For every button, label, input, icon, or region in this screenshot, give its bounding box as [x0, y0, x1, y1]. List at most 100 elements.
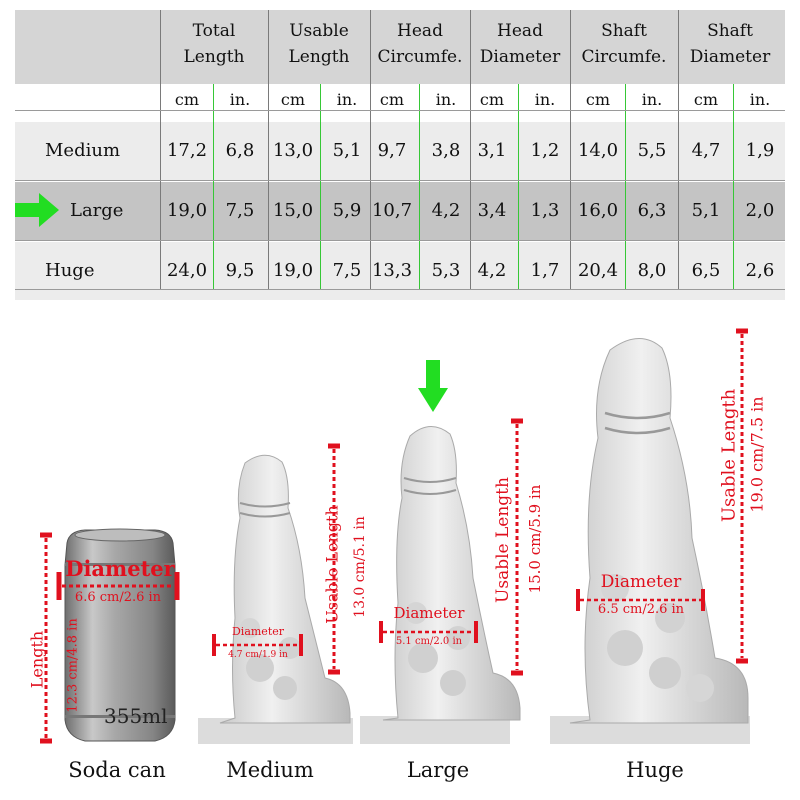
- table-cell: 3,8: [431, 140, 461, 161]
- table-cell: 19,0: [272, 260, 314, 281]
- unit-in: in.: [435, 90, 457, 109]
- medium-usable-length-marker: [328, 443, 340, 675]
- table-cell: 1,2: [530, 140, 560, 161]
- table-cell: 10,7: [371, 200, 413, 221]
- table-cell: 5,5: [637, 140, 667, 161]
- huge-diameter-value: 6.5 cm/2.6 in: [597, 602, 685, 617]
- table-cell: 2,6: [745, 260, 775, 281]
- column-header-line1: Head: [497, 21, 543, 41]
- large-usable-length-value: 15.0 cm/5.9 in: [526, 484, 544, 594]
- table-cell: 19,0: [166, 200, 208, 221]
- table-cell: 15,0: [272, 200, 314, 221]
- column-header-line2: Length: [288, 47, 350, 67]
- unit-divider: [625, 84, 626, 290]
- huge-caption: Huge: [626, 758, 684, 782]
- column-divider: [268, 10, 269, 290]
- column-header-head-circumference: Head Circumfe.: [370, 18, 470, 70]
- table-cell: 5,1: [332, 140, 362, 161]
- table-cell: 4,2: [477, 260, 507, 281]
- table-cell: 14,0: [577, 140, 619, 161]
- column-header-shaft-circumference: Shaft Circumfe.: [574, 18, 674, 70]
- row-label: Huge: [45, 260, 95, 281]
- table-cell: 7,5: [225, 200, 255, 221]
- soda-can-caption: Soda can: [68, 758, 166, 782]
- column-header-line1: Shaft: [707, 21, 753, 41]
- unit-in: in.: [749, 90, 771, 109]
- huge-diameter-label: Diameter: [600, 572, 682, 592]
- table-cell: 24,0: [166, 260, 208, 281]
- soda-can-length-marker: [40, 532, 52, 744]
- column-header-line2: Circumfe.: [581, 47, 667, 67]
- large-usable-length-label: Usable Length: [493, 477, 513, 603]
- medium-diameter-marker: [212, 634, 303, 656]
- table-cell: 2,0: [745, 200, 775, 221]
- unit-divider: [213, 84, 214, 290]
- unit-row-background: [15, 84, 785, 120]
- selected-size-arrow-icon: [15, 193, 59, 227]
- table-cell: 1,7: [530, 260, 560, 281]
- table-cell: 13,3: [371, 260, 413, 281]
- unit-in: in.: [336, 90, 358, 109]
- row-label: Medium: [45, 140, 121, 161]
- soda-can-length-label: Length: [27, 630, 47, 689]
- unit-divider: [518, 84, 519, 290]
- column-header-line1: Head: [397, 21, 443, 41]
- table-cell: 5,3: [431, 260, 461, 281]
- column-header-head-diameter: Head Diameter: [470, 18, 570, 70]
- table-cell: 3,4: [477, 200, 507, 221]
- medium-caption: Medium: [226, 758, 314, 782]
- table-cell: 6,8: [225, 140, 255, 161]
- row-background-large: [15, 182, 785, 240]
- table-cell: 7,5: [332, 260, 362, 281]
- medium-size-image: [198, 454, 353, 744]
- table-cell: 9,5: [225, 260, 255, 281]
- column-divider: [678, 10, 679, 290]
- column-header-line1: Usable: [289, 21, 349, 41]
- column-header-line2: Circumfe.: [377, 47, 463, 67]
- row-label: Large: [70, 200, 124, 221]
- table-cell: 4,2: [431, 200, 461, 221]
- unit-cm: cm: [479, 90, 505, 109]
- unit-divider: [320, 84, 321, 290]
- huge-usable-length-marker: [736, 328, 748, 664]
- row-divider: [15, 180, 785, 181]
- unit-cm: cm: [280, 90, 306, 109]
- huge-diameter-marker: [576, 589, 705, 611]
- unit-in: in.: [641, 90, 663, 109]
- column-header-line2: Diameter: [689, 47, 771, 67]
- column-divider: [470, 10, 471, 290]
- soda-can-diameter-marker: [56, 572, 180, 600]
- soda-can-length-value: 12.3 cm/4.8 in: [65, 618, 81, 713]
- soda-can-diameter-label: Diameter: [65, 556, 175, 581]
- unit-cm: cm: [693, 90, 719, 109]
- row-divider: [15, 110, 785, 111]
- large-usable-length-marker: [511, 418, 523, 676]
- row-divider: [15, 289, 785, 290]
- table-cell: 5,1: [691, 200, 721, 221]
- unit-in: in.: [229, 90, 251, 109]
- unit-divider: [419, 84, 420, 290]
- table-cell: 8,0: [637, 260, 667, 281]
- table-cell: 13,0: [272, 140, 314, 161]
- row-background-huge: [15, 242, 785, 300]
- table-cell: 5,9: [332, 200, 362, 221]
- unit-in: in.: [534, 90, 556, 109]
- soda-can-diameter-value: 6.6 cm/2.6 in: [74, 590, 162, 605]
- table-cell: 9,7: [377, 140, 407, 161]
- unit-cm: cm: [585, 90, 611, 109]
- table-cell: 6,3: [637, 200, 667, 221]
- huge-usable-length-label: Usable Length: [718, 388, 740, 523]
- selected-size-arrow-down-icon: [418, 360, 448, 412]
- large-diameter-label: Diameter: [393, 604, 465, 622]
- row-divider: [15, 240, 785, 241]
- table-cell: 3,1: [477, 140, 507, 161]
- table-cell: 1,9: [745, 140, 775, 161]
- column-header-usable-length: Usable Length: [269, 18, 369, 70]
- column-divider: [370, 10, 371, 290]
- row-background-medium: [15, 122, 785, 180]
- table-cell: 17,2: [166, 140, 208, 161]
- medium-diameter-value: 4.7 cm/1.9 in: [228, 650, 288, 660]
- huge-size-image: [550, 338, 750, 744]
- large-diameter-value: 5.1 cm/2.0 in: [395, 636, 463, 647]
- large-size-image: [360, 426, 521, 744]
